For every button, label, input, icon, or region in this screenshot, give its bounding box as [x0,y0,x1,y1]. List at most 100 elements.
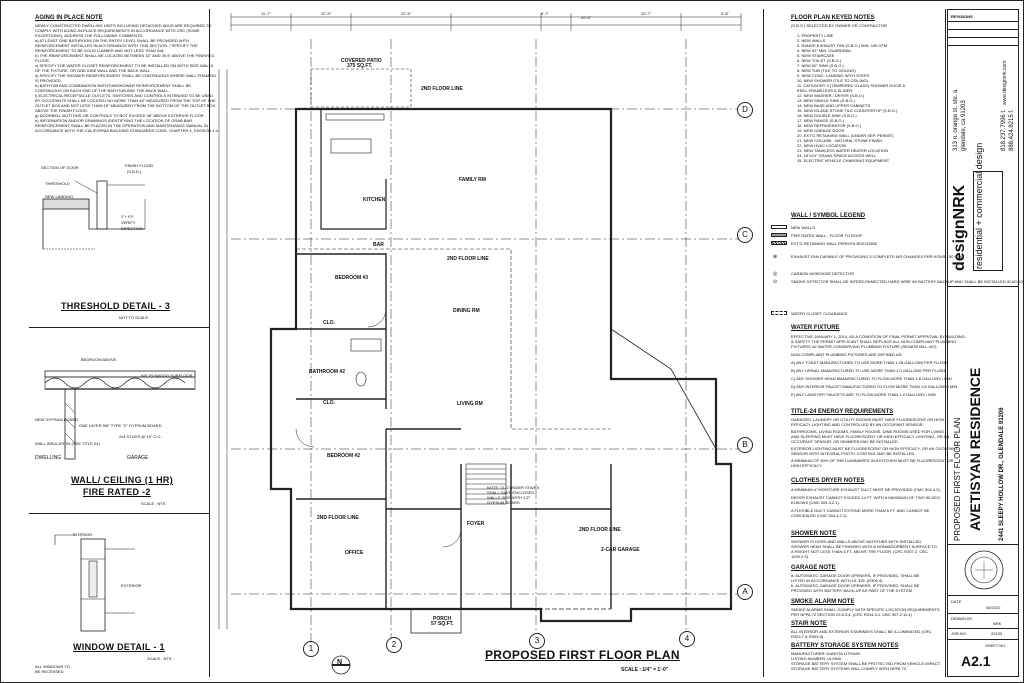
water-line: D) ANY INTERIOR FAUCET MANUFACTURED TO F… [791,384,959,389]
dryer-line: ELBOWS (CMC 504.4.2.1). [791,500,840,505]
firm-fax: 888.424.8215 f. [1009,109,1015,151]
keyed-note-item: 22. NEW HVAC LOCATION [797,143,847,148]
grid-bubble-1: 1 [303,641,319,657]
firm-phone: 818.237.7996 t. [1001,109,1007,151]
legend-title: WALL / SYMBOL LEGEND [791,213,866,219]
title24-line: OCCUPANT SENSOR, OR DIMMERS MAY BE INSTA… [791,439,899,444]
dryer-notes-title: CLOTHES DRYER NOTES [791,478,865,484]
left-panel-divider [209,9,210,677]
legend-item: EXT'G RETAINING WALL PERMIT# BS2119830 [791,241,878,246]
window-note-1: ALL WINDOWS TO [35,664,70,669]
water-line: C) ANY SHOWER HEAD MANUFACTURED TO FLOW … [791,376,953,381]
water-line: E) ANY LAVATORY FAUCETS ARE TO FLOW MORE… [791,392,937,397]
top-dimension: 12'-9" [321,11,332,16]
keyed-note-item: 8. NEW TUB (TILE TO CEILING) [797,68,856,73]
firm-logo: designNRK [951,184,968,271]
top-dimension: 6'-7" [541,11,549,16]
aging-line: COMPLY WITH AGING-IN-PLACE REQUIREMENTS … [35,28,200,33]
title24-line: GARAGES, LAUNDRY OR UTILITY ROOMS MUST H… [791,417,945,422]
tb-line [947,595,1019,596]
aging-line: REINFORCEMENT TO BE SOLID LUMBER AND NOT… [35,48,165,53]
insulation-label: WALL INSULATION (SEE TITLE 24) [35,441,100,446]
room-closet-2: CLO. [323,400,335,406]
title24-line: EFFICACY LIGHTING AND CONTROLLED BY AN O… [791,422,924,427]
project-address: 2441 SLEEPY HOLLOW DR., GLENDALE 91206 [999,407,1005,541]
top-dimension: 20'-7" [641,11,652,16]
wall-detail-title-1: WALL/ CEILING (1 HR) [71,475,173,485]
dryer-line: DRYER EXHAUST CANNOT EXCEED 14 FT. WITH … [791,495,942,500]
threshold-dim-label: 2"+ F.F. [121,214,135,219]
threshold-label: THRESHOLD [45,181,70,186]
title24-line: HIGH EFFICACY. [791,463,823,468]
aging-line: d) SPECIFY THE SHOWER REINFORCEMENT SHAL… [35,73,217,78]
aging-line: NEWLY CONSTRUCTED DWELLING UNITS INCLUDI… [35,23,212,28]
keyed-note-item: 10. NEW SHOWER (TILE TO CEILING) [797,78,868,83]
studs-label: 2x4 STUDS @ 16" O.C. [119,434,162,439]
drawn-by-value: NRK [993,621,1002,626]
keyed-note-item: 21. NEW COLUMN - NATURAL STONE FINISH [797,138,883,143]
legend-symbol-water-closet [771,311,787,315]
dryer-notes-body: A MINIMUM 4" MOISTURE EXHAUST DUCT MUST … [791,487,941,518]
room-bedroom-2: BEDROOM #2 [327,453,361,459]
sheet-no-value: A2.1 [961,653,991,669]
dwelling-label: DWELLING [35,455,62,461]
job-no-value: 20103 [991,631,1003,636]
room-bedroom-3: BEDROOM #3 [335,275,369,281]
aging-line: IS PROVIDED. [35,78,62,83]
room-bar: BAR [373,242,384,248]
keyed-note-item: 13. NEW SINGLE SINK (S.B.O.) [797,98,855,103]
verify-label: VERIFY [121,220,136,225]
job-no-label: JOB NO. [951,631,968,636]
garage-line: a. AUTOMATIC GARAGE DOOR OPENERS, IF PRO… [791,573,920,578]
under-stairs-note: NOTE: CLO UNDER STAIRS SHALL HAVE ENCLOS… [487,485,540,505]
aging-line: EXCEPTIONS), ADDRESS THE FOLLOWING COMME… [35,33,144,38]
aging-line: h) INFORMATION AND/OR DRAWINGS IDENTIFYI… [35,118,192,123]
dryer-line: A FLEXIBLE DUCT CANNOT EXTEND MORE THAN … [791,508,930,513]
title24-line: A MINIMUM OF 50% OF THE LUMINAIRES IN A … [791,458,954,463]
firm-sub-box [973,171,1003,271]
section-of-door-label: SECTION OF DOOR [41,165,79,170]
keyed-note-item: 2. NEW WALLS [797,38,826,43]
keyed-note-item: 19. NEW GARAGE DOOR [797,128,845,133]
dryer-line: A MINIMUM 4" MOISTURE EXHAUST DUCT MUST … [791,487,941,492]
title24-title: TITLE-24 ENERGY REQUIREMENTS [791,409,894,415]
legend-symbol-new-wall [771,225,787,229]
shower-line: SHOWER FLOORS AND WALLS ABOVE BATHTUBS W… [791,539,922,544]
grid-bubble-4: 4 [679,631,695,647]
keyed-note-item: 7. NEW 60" SINK (S.B.O.) [797,63,844,68]
bedroom-above-label: BEDROOM ABOVE [81,357,117,362]
stair-note-title: STAIR NOTE [791,621,827,627]
room-porch: PORCH [433,616,452,622]
keyed-note-item: 1. PROPERTY LINE [797,33,834,38]
aging-note-body: NEWLY CONSTRUCTED DWELLING UNITS INCLUDI… [35,23,219,133]
shower-line: 1209.2.3) [791,554,808,559]
aging-line: b) THE REINFORCEMENT SHALL BE LOCATED BE… [35,53,215,58]
keyed-note-item: 6. NEW TOILET (S.B.O.) [797,58,842,63]
stair-note-body: ALL INTERIOR AND EXTERIOR STAIRWAYS SHAL… [791,629,931,639]
keyed-note-item: 12. NEW WASHER / DRYER (S.B.O.) [797,93,865,98]
keyed-note-item: 17. NEW RANGE (S.B.O.) [797,118,844,123]
threshold-detail-drawing [42,180,146,250]
date-label: DATE [951,599,962,604]
room-bathroom-2: BATHROOM #2 [309,369,346,375]
top-dimension: 20'-5" [581,15,592,20]
aging-line: ABOVE THE FINISH FLOOR. [35,108,89,113]
room-closet-1: CLO. [323,320,335,326]
direction-label: DIRECTION [121,226,143,231]
grid-bubble-3: 3 [529,633,545,649]
second-floor-line-label: 2ND FLOOR LINE [317,515,359,521]
dryer-line: CONCEALED (CMC 504.4.2.2). [791,513,848,518]
firm-address-1: 313 n. orange st. ste. a [953,89,959,151]
room-foyer: FOYER [467,521,485,527]
keyed-note-item: 15. NEW ISLAND STONE TILE COUNTERTOP (S.… [797,108,898,113]
water-line: NON-COMPLIANT PLUMBING FIXTURES ARE DEFI… [791,352,903,357]
aging-line: REINFORCEMENT INSTALLED IN ACCORDANCE WI… [35,43,198,48]
tb-line [947,544,1019,545]
legend-item: NEW WALLS [791,225,815,230]
wall-detail-drawing [44,370,196,460]
aging-line: FLOOR. [35,58,50,63]
tb-line [947,29,1019,30]
grid-bubble-a: A [737,584,753,600]
shower-line: A HEIGHT NOT LESS THAN 6 FT. ABOVE THE F… [791,549,928,554]
legend-item: WATER CLOSET CLEARANCE [791,311,848,316]
